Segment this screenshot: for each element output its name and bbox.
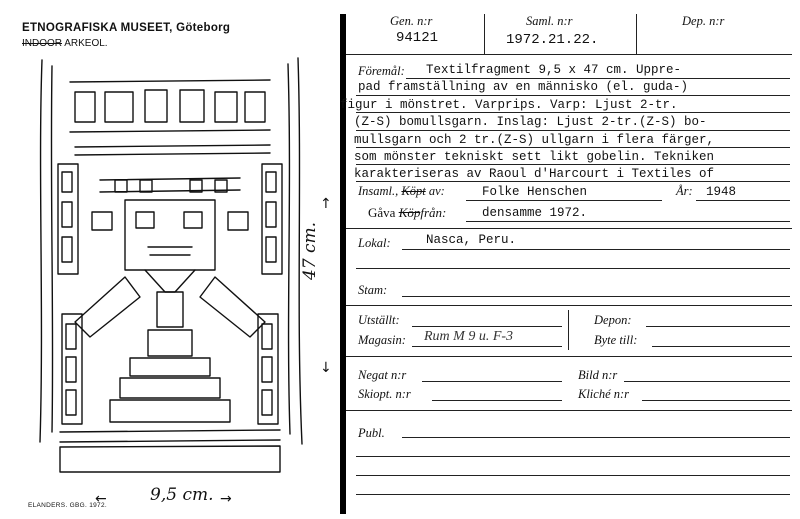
insaml-av: av:: [428, 184, 445, 198]
museum-header: ETNOGRAFISKA MUSEET, Göteborg: [22, 22, 230, 34]
rule-utstallt: [412, 326, 562, 327]
rule-6: [356, 164, 790, 165]
catalog-card: Gen. n:r 94121 Saml. n:r 1972.21.22. Dep…: [340, 0, 800, 519]
rule-bild: [624, 381, 790, 382]
rule-lokal-2: [356, 268, 790, 269]
museum-city: Göteborg: [176, 22, 231, 34]
top-divider-2: [636, 14, 637, 54]
section-rule-3: [346, 356, 792, 357]
rule-2: [356, 95, 790, 96]
rule-ar: [696, 200, 790, 201]
bild-label: Bild n:r: [578, 368, 618, 382]
insaml-label: Insaml.,: [358, 184, 399, 198]
top-divider-1: [484, 14, 485, 54]
ar-value: 1948: [706, 185, 737, 199]
rule-publ-1: [402, 437, 790, 438]
byte-label: Byte till:: [594, 333, 638, 347]
top-rule: [346, 54, 792, 55]
skiopt-label: Skiopt. n:r: [358, 387, 411, 401]
department-line: INDOOR ARKEOL.: [22, 38, 108, 49]
card-divider: [340, 14, 346, 514]
depon-label: Depon:: [594, 313, 632, 327]
foremal-line-7: karakteriseras av Raoul d'Harcourt i Tex…: [354, 167, 715, 181]
insaml-value: Folke Henschen: [482, 185, 588, 199]
magasin-value: Rum M 9 u. F-3: [424, 329, 514, 344]
rule-negat: [422, 381, 562, 382]
height-dimension: ↑ 47 cm. ↓: [300, 196, 340, 380]
rule-kliche: [642, 400, 790, 401]
dep-label: Dep. n:r: [682, 14, 725, 28]
arrow-down-icon: ↓: [320, 360, 332, 376]
textile-sketch: [39, 57, 303, 473]
arrow-left-icon: ←: [95, 491, 107, 507]
negat-label: Negat n:r: [358, 368, 407, 382]
saml-value: 1972.21.22.: [506, 32, 599, 48]
stam-label: Stam:: [358, 283, 388, 297]
rule-publ-2: [356, 456, 790, 457]
printer-imprint: ELANDERS. GBG. 1972.: [28, 502, 107, 509]
section-rule-1: [346, 228, 792, 229]
gen-label: Gen. n:r: [390, 14, 433, 28]
arrow-right-icon: →: [220, 491, 232, 507]
width-note: 9,5 cm.: [150, 485, 214, 505]
foremal-line-5: mullsgarn och 2 tr.(Z-S) ullgarn i flera…: [354, 133, 715, 147]
gava-label: Gåva: [368, 205, 396, 220]
insaml-struck: Köpt: [401, 184, 426, 198]
foremal-line-2: pad framställning av en människo (el. gu…: [358, 80, 689, 94]
magasin-label: Magasin:: [358, 333, 406, 347]
rule-stam: [402, 296, 790, 297]
rule-magasin: [412, 346, 562, 347]
foremal-label: Föremål:: [358, 64, 405, 78]
insaml-line: Insaml., Köpt av:: [358, 184, 445, 199]
section-rule-2: [346, 305, 792, 306]
rule-lokal-1: [402, 249, 790, 250]
ar-label: År:: [676, 184, 693, 198]
rule-7: [356, 181, 790, 182]
rule-gava: [466, 221, 790, 222]
arrow-up-icon: ↑: [320, 196, 332, 212]
utstallt-label: Utställt:: [358, 313, 400, 327]
gava-struck: Köp: [398, 205, 421, 220]
section-rule-4: [346, 410, 792, 411]
gen-value: 94121: [396, 30, 439, 46]
rule-publ-3: [356, 475, 790, 476]
foremal-line-4: (Z-S) bomullsgarn. Inslag: Ljust 2-tr.(Z…: [354, 115, 707, 129]
department: ARKEOL.: [64, 38, 108, 49]
rule-3: [356, 112, 790, 113]
foremal-line-3: figur i mönstret. Varprips. Varp: Ljust …: [340, 98, 678, 112]
publ-label: Publ.: [358, 426, 385, 440]
lokal-value: Nasca, Peru.: [426, 233, 517, 247]
rule-insaml: [466, 200, 662, 201]
kliche-label: Kliché n:r: [578, 387, 630, 401]
rule-4: [356, 130, 790, 131]
gava-line: Gåva Köpfrån:: [368, 205, 446, 221]
rule-publ-4: [356, 494, 790, 495]
foremal-line-1: Textilfragment 9,5 x 47 cm. Uppre-: [426, 63, 682, 77]
lokal-label: Lokal:: [358, 236, 391, 250]
gava-fran: från:: [420, 205, 447, 220]
rule-skiopt: [432, 400, 562, 401]
rule-5: [356, 147, 790, 148]
rule-depon: [646, 326, 790, 327]
rule-byte: [652, 346, 790, 347]
saml-label: Saml. n:r: [526, 14, 573, 28]
department-struck: INDOOR: [22, 38, 62, 49]
gava-value: densamme 1972.: [482, 206, 588, 220]
foremal-line-6: som mönster tekniskt sett likt gobelin. …: [354, 150, 715, 164]
mid-divider: [568, 310, 569, 350]
height-note: 47 cm.: [300, 221, 320, 280]
rule-1: [406, 78, 790, 79]
museum-name: ETNOGRAFISKA MUSEET,: [22, 22, 173, 34]
